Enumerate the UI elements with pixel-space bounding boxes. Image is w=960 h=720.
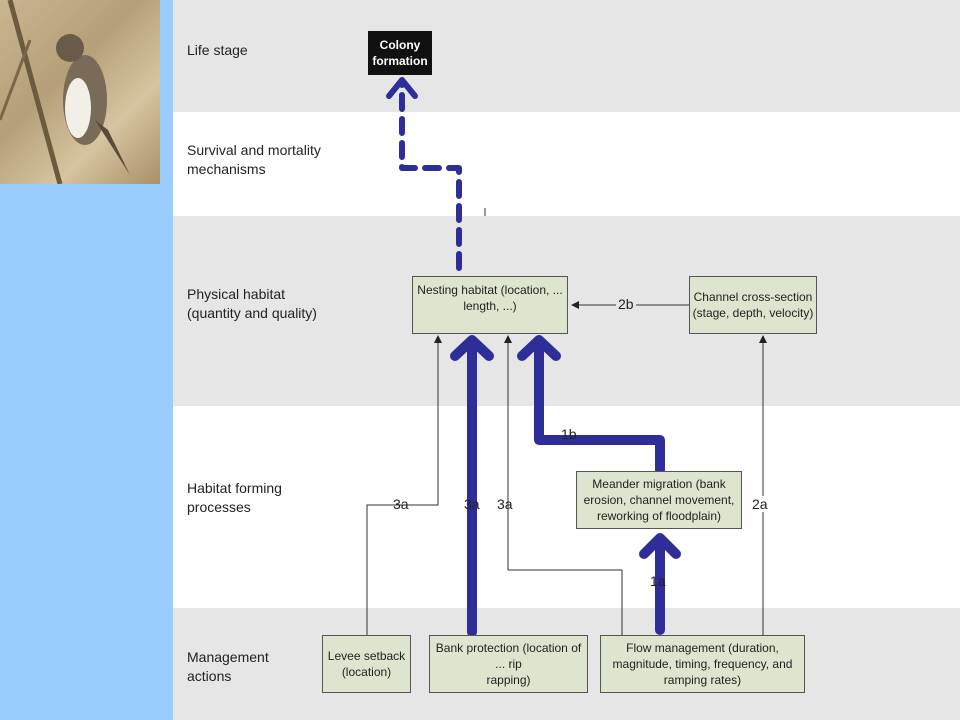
row-label-management: Management actions — [187, 649, 269, 684]
levee-setback-box: Levee setback (location) — [322, 635, 411, 693]
flow-management-box: Flow management (duration, magnitude, ti… — [600, 635, 805, 693]
bird-photo — [0, 0, 160, 184]
link-label-2a: 2a — [752, 496, 768, 512]
survival-band — [173, 112, 960, 216]
link-label-3a-left: 3a — [393, 496, 409, 512]
bank-protection-box: Bank protection (location of ... rip rap… — [429, 635, 588, 693]
meander-migration-text: Meander migration (bank erosion, channel… — [583, 477, 735, 523]
nesting-habitat-box: Nesting habitat (location, ... length, .… — [412, 276, 568, 334]
life-stage-band — [173, 0, 960, 112]
channel-cross-section-box: Channel cross-section (stage, depth, vel… — [689, 276, 817, 334]
row-label-habitat-forming: Habitat forming processes — [187, 480, 282, 515]
channel-cross-section-text: Channel cross-section (stage, depth, vel… — [692, 290, 814, 320]
colony-formation-box: Colony formation — [368, 31, 432, 75]
link-label-1b: 1b — [561, 426, 577, 442]
colony-formation-text: Colony formation — [372, 38, 428, 68]
row-label-physical-habitat: Physical habitat (quantity and quality) — [187, 286, 317, 321]
meander-migration-box: Meander migration (bank erosion, channel… — [576, 471, 742, 529]
flow-management-text: Flow management (duration, magnitude, ti… — [612, 641, 793, 687]
link-label-3a-right: 3a — [497, 496, 513, 512]
link-label-2b: 2b — [616, 296, 636, 312]
link-label-1a: 1a — [650, 573, 666, 589]
link-label-3a-mid: 3a — [464, 496, 480, 512]
bank-protection-text: Bank protection (location of ... rip rap… — [435, 641, 582, 687]
row-label-survival: Survival and mortality mechanisms — [187, 142, 321, 177]
nesting-habitat-text: Nesting habitat (location, ... length, .… — [417, 283, 563, 313]
levee-setback-text: Levee setback (location) — [327, 649, 406, 679]
row-label-life-stage: Life stage — [187, 42, 248, 58]
